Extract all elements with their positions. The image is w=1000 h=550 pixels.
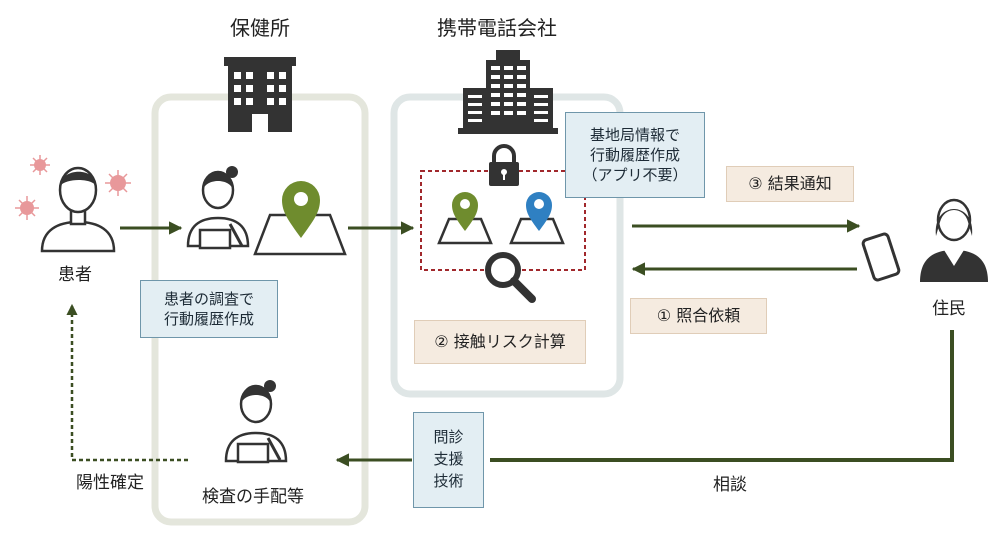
blue-location-pin-icon [509, 192, 565, 245]
resident-label: 住民 [932, 299, 966, 319]
survey-line-1: 患者の調査で [163, 289, 254, 308]
carrier-building-icon [458, 50, 558, 134]
carrier-title: 携帯電話会社 [437, 16, 557, 40]
interview-support-box: 問診 支援 技術 [413, 412, 484, 508]
virus-icon [15, 155, 131, 220]
green-location-pin-icon [437, 192, 493, 245]
patient-label: 患者 [58, 265, 92, 285]
resident-icon [920, 198, 988, 282]
positive-confirmed-label: 陽性確定 [76, 473, 144, 493]
base-station-line-1: 基地局情報で [589, 125, 680, 144]
base-station-line-3: （アプリ不要） [582, 166, 688, 185]
health-staff-icon [186, 166, 250, 250]
health-center-title: 保健所 [230, 16, 290, 40]
base-station-line-2: 行動履歴作成 [589, 145, 680, 164]
positive-confirmation-arrow [66, 303, 188, 462]
consult-label: 相談 [713, 475, 747, 495]
survey-line-2: 行動履歴作成 [163, 310, 254, 328]
location-map-icon [253, 181, 347, 256]
patient-icon [40, 166, 116, 253]
match-request-box: ① 照合依頼 [630, 298, 767, 334]
lock-icon [489, 144, 519, 186]
survey-history-box: 患者の調査で 行動履歴作成 [140, 280, 278, 338]
magnifier-icon [485, 252, 536, 303]
interview-line-2: 支援 [433, 450, 464, 469]
exam-arrange-label: 検査の手配等 [202, 487, 304, 507]
health-center-building-icon [224, 57, 296, 132]
result-notice-box: ③ 結果通知 [726, 166, 854, 202]
smartphone-icon [861, 232, 901, 282]
exam-staff-icon [224, 380, 288, 464]
interview-line-3: 技術 [433, 471, 464, 490]
consult-arrow-line [490, 330, 954, 462]
interview-line-1: 問診 [433, 428, 464, 447]
contact-risk-box: ② 接触リスク計算 [414, 320, 586, 364]
base-station-box: 基地局情報で 行動履歴作成 （アプリ不要） [565, 112, 705, 198]
